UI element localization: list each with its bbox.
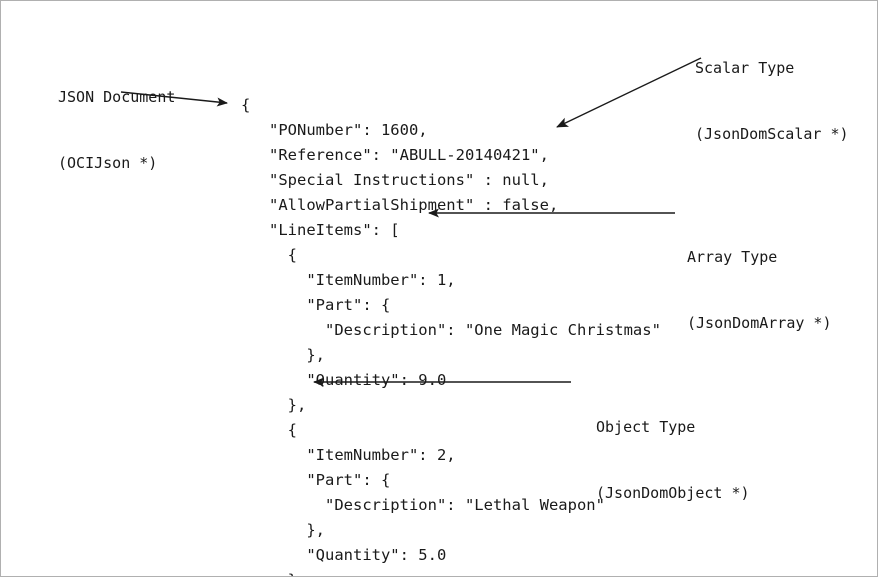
json-line: }, <box>241 521 325 539</box>
json-line: { <box>241 246 297 264</box>
annotation-json-document-line2: (OCIJson *) <box>58 154 158 172</box>
annotation-scalar-type: Scalar Type (JsonDomScalar *) <box>695 13 849 189</box>
json-line: "Quantity": 9.0 <box>241 371 447 389</box>
json-line: "LineItems": [ <box>241 221 400 239</box>
annotation-scalar-type-line2: (JsonDomScalar *) <box>695 125 849 143</box>
json-line: } <box>241 568 297 576</box>
annotation-object-type: Object Type (JsonDomObject *) <box>596 372 750 548</box>
annotation-array-type: Array Type (JsonDomArray *) <box>687 202 832 378</box>
json-line: "Reference": "ABULL-20140421", <box>241 146 549 164</box>
json-line: "PONumber": 1600, <box>241 121 428 139</box>
arrow-scalar-type <box>556 57 702 128</box>
annotation-json-document-line1: JSON Document <box>58 88 176 106</box>
json-line: "Part": { <box>241 296 391 314</box>
annotation-scalar-type-line1: Scalar Type <box>695 59 795 77</box>
json-line: }, <box>241 396 307 414</box>
annotation-json-document: JSON Document (OCIJson *) <box>58 42 175 218</box>
json-line: { <box>241 421 297 439</box>
annotation-array-type-line1: Array Type <box>687 248 778 266</box>
json-line: "ItemNumber": 1, <box>241 271 456 289</box>
annotation-object-type-line1: Object Type <box>596 418 696 436</box>
json-line: "Description": "Lethal Weapon" <box>241 496 605 514</box>
annotation-array-type-line2: (JsonDomArray *) <box>687 314 832 332</box>
json-line: "Description": "One Magic Christmas" <box>241 321 661 339</box>
json-line: "Part": { <box>241 471 391 489</box>
json-line: { <box>241 96 251 114</box>
json-line: }, <box>241 346 325 364</box>
json-line: "Quantity": 5.0 <box>241 546 447 564</box>
json-line: "Special Instructions" : null, <box>241 171 549 189</box>
json-line: "AllowPartialShipment" : false, <box>241 196 559 214</box>
annotation-object-type-line2: (JsonDomObject *) <box>596 484 750 502</box>
json-line: "ItemNumber": 2, <box>241 446 456 464</box>
